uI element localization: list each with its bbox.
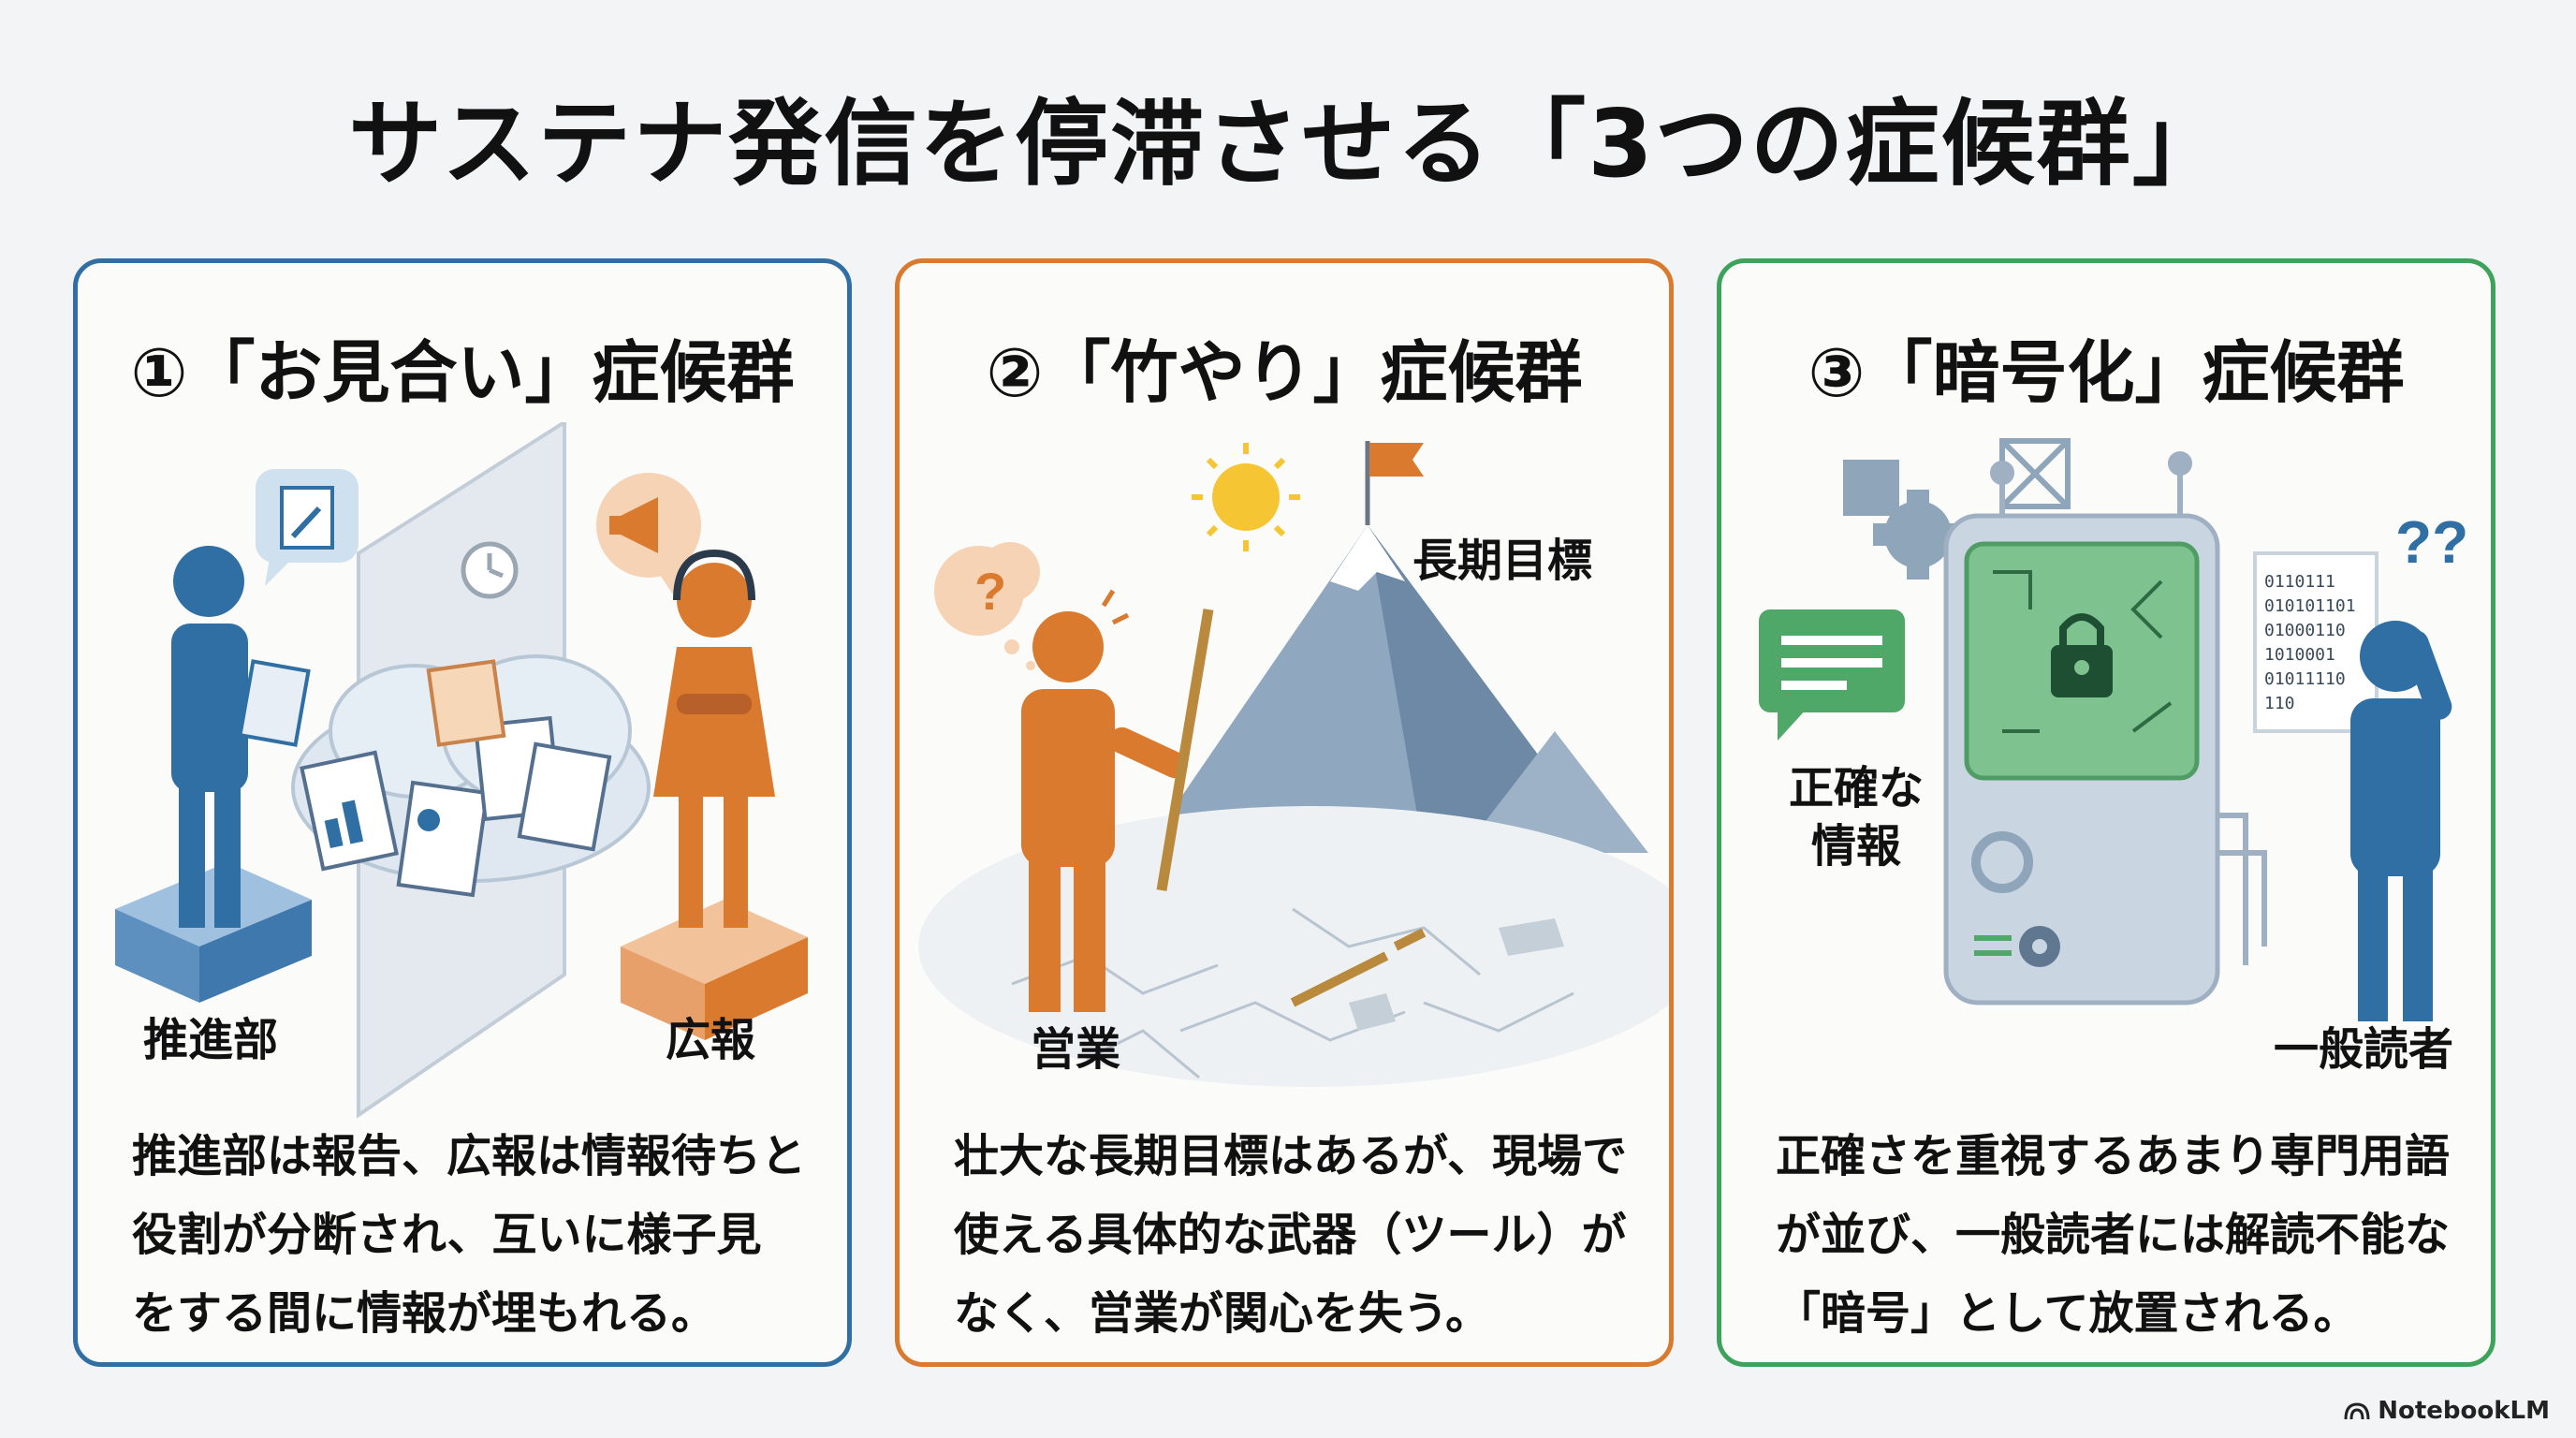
sun-icon [1192, 443, 1300, 551]
card-omiai: ①「お見合い」症候群 [73, 258, 852, 1367]
card-takeyari: ②「竹やり」症候群 [895, 258, 1674, 1367]
promotion-dept-person [115, 546, 312, 1003]
card-title: ②「竹やり」症候群 [986, 333, 1583, 412]
svg-text:??: ?? [2395, 508, 2468, 576]
pr-dept-person [621, 549, 808, 1040]
grid-block-icon [1843, 460, 1899, 516]
flag-icon [1369, 443, 1424, 477]
clock-icon [461, 541, 519, 599]
notebooklm-logo-icon [2344, 1402, 2370, 1420]
card-angouka: ③「暗号化」症候群 [1717, 258, 2496, 1367]
bamboo-spear [1156, 609, 1214, 891]
card-description: 正確さを重視するあまり専門用語が並び、一般読者には解読不能な「暗号」として放置さ… [1776, 1130, 2451, 1340]
label-long-term-goal: 長期目標 [1412, 535, 1593, 587]
broken-bamboo [1290, 951, 1389, 1007]
omiai-illustration [115, 422, 808, 1119]
sales-person [1021, 589, 1214, 1012]
report-bubble-icon [256, 469, 359, 586]
cracked-ground [918, 806, 1669, 1087]
settings-gear-icon [2019, 926, 2060, 967]
page-title: サステナ発信を停滞させる「3つの症候群」 [348, 89, 2228, 198]
label-accurate-info: 正確な 情報 [1788, 762, 1924, 873]
card-title: ③「暗号化」症候群 [1808, 333, 2405, 412]
general-reader-person [2350, 621, 2452, 1021]
svg-text:?: ? [974, 562, 1006, 621]
lock-icon [2051, 613, 2113, 697]
label-sales: 営業 [1031, 1023, 1121, 1076]
mountain-goal [1143, 441, 1648, 853]
question-bubble-icon: ? [934, 542, 1040, 670]
notebooklm-brand: NotebookLM [2344, 1397, 2550, 1425]
label-pr-dept: 広報 [666, 1014, 756, 1066]
label-general-reader: 一般読者 [2274, 1023, 2454, 1076]
card-title: ①「お見合い」症候群 [130, 333, 795, 412]
label-promotion-dept: 推進部 [143, 1014, 279, 1066]
card-description: 壮大な長期目標はあるが、現場で使える具体的な武器（ツール）がなく、営業が関心を失… [954, 1130, 1628, 1340]
chat-bubble-icon [1759, 609, 1905, 741]
takeyari-illustration: ? [918, 441, 1669, 1087]
encryption-machine [1943, 513, 2220, 1005]
buried-documents-cloud [291, 654, 651, 898]
brand-name: NotebookLM [2378, 1397, 2550, 1425]
card-description: 推進部は報告、広報は情報待ちと役割が分断され、互いに様子見をする間に情報が埋もれ… [132, 1130, 807, 1340]
